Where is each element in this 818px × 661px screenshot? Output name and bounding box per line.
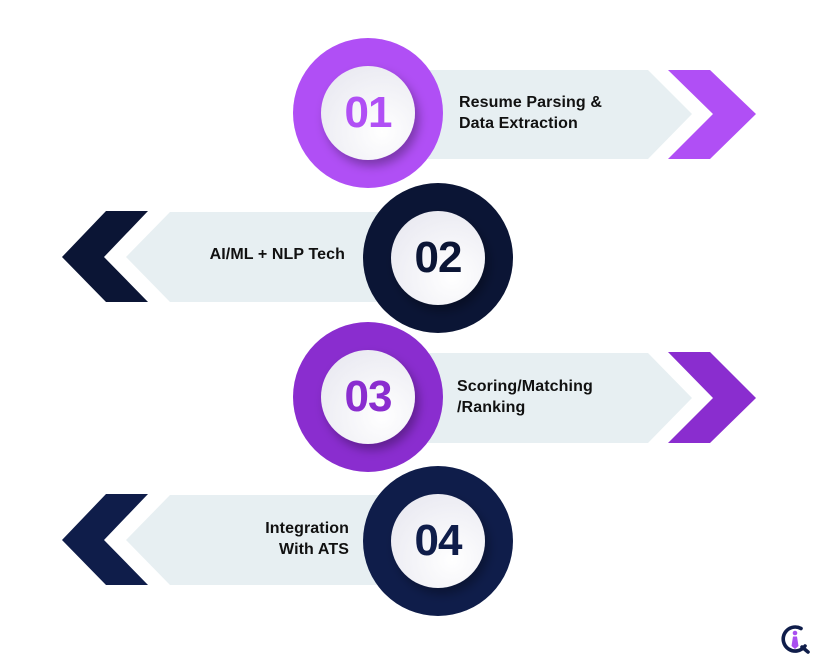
- step-1-label: Resume Parsing & Data Extraction: [459, 92, 602, 134]
- info-person-logo-icon: [781, 625, 810, 654]
- step-4: [62, 466, 513, 616]
- step-3-chevron-right-icon: [668, 352, 756, 443]
- step-3-inner-circle: [321, 350, 415, 444]
- step-4-number: 04: [414, 516, 463, 565]
- step-1-label-line-2: Data Extraction: [459, 115, 578, 132]
- step-4-label-line-2: With ATS: [279, 541, 349, 558]
- step-1-banner: [400, 70, 692, 159]
- step-4-inner-circle: [391, 494, 485, 588]
- step-3-label-line-2: /Ranking: [457, 399, 526, 416]
- step-2-banner: [126, 212, 410, 302]
- step-1-inner-circle: [321, 66, 415, 160]
- step-2-label-line-1: AI/ML + NLP Tech: [209, 246, 345, 263]
- step-3-number: 03: [344, 372, 393, 421]
- step-4-label-line-1: Integration: [265, 520, 349, 537]
- step-2-chevron-left-icon: [62, 211, 148, 302]
- step-4-label: Integration With ATS: [265, 518, 349, 560]
- step-4-chevron-left-icon: [62, 494, 148, 585]
- step-2-number: 02: [414, 233, 463, 282]
- step-3-label: Scoring/Matching /Ranking: [457, 376, 593, 418]
- step-4-banner: [126, 495, 410, 585]
- step-2-label: AI/ML + NLP Tech: [210, 244, 345, 265]
- step-1-chevron-right-icon: [668, 70, 756, 159]
- step-1-number: 01: [344, 88, 393, 137]
- step-2: [62, 183, 513, 333]
- step-1-label-line-1: Resume Parsing &: [459, 94, 602, 111]
- step-1: [293, 38, 756, 188]
- step-3-label-line-1: Scoring/Matching: [457, 378, 593, 395]
- step-2-inner-circle: [391, 211, 485, 305]
- step-3-banner: [400, 353, 692, 443]
- step-3: [293, 322, 756, 472]
